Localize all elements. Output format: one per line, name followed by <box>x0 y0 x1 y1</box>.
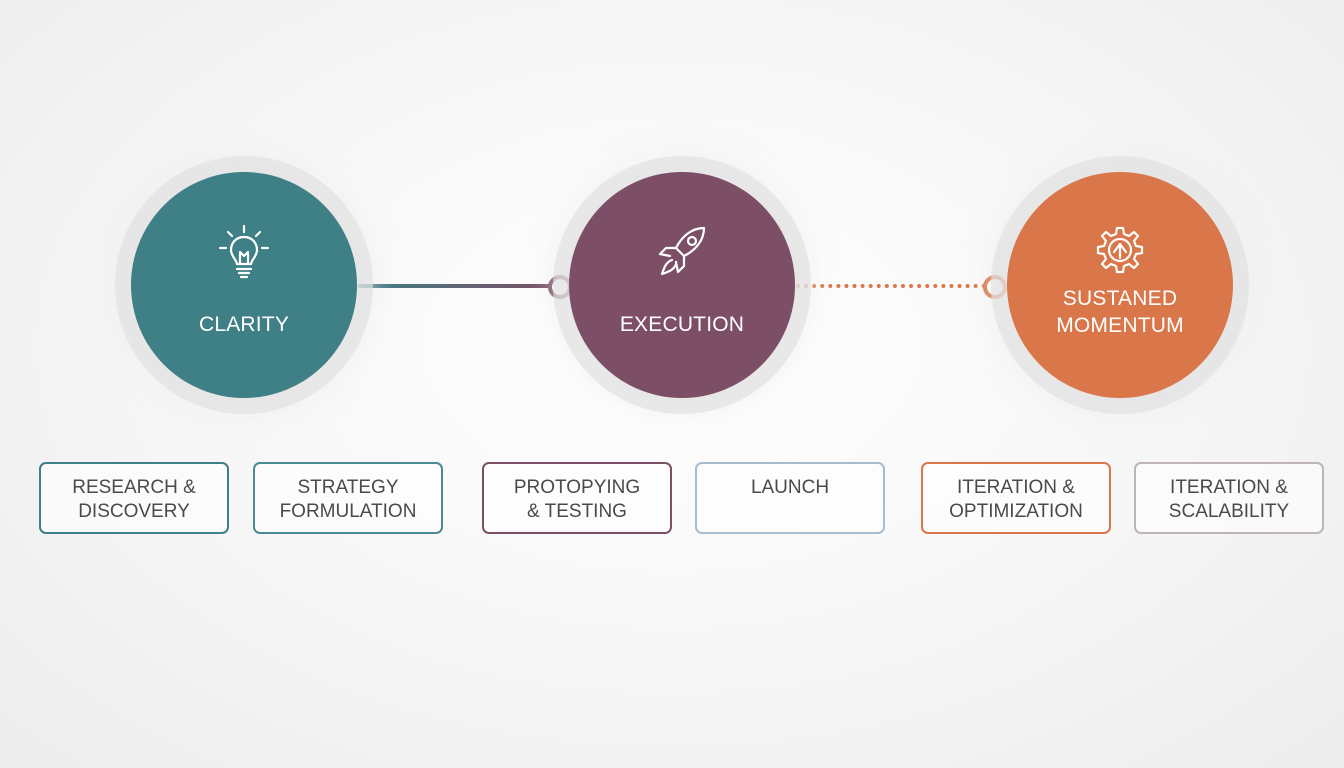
phase-clarity: CLARITY <box>131 172 357 398</box>
connector-clarity-execution <box>358 284 554 288</box>
phase-title-line-2: MOMENTUM <box>1056 314 1184 337</box>
phase-title-line-1: SUSTANED <box>1062 287 1178 310</box>
step-label-line-2: & TESTING <box>527 501 627 522</box>
gear-arrow-icon <box>1096 226 1144 274</box>
step-label-line-2: DISCOVERY <box>78 501 190 522</box>
step-prototyping-testing: PROTOPYING & TESTING <box>482 462 672 534</box>
step-iteration-optimization: ITERATION & OPTIMIZATION <box>921 462 1111 534</box>
step-label-line-2: FORMULATION <box>279 501 417 522</box>
rocket-icon <box>658 226 706 276</box>
phase-title-clarity: CLARITY <box>198 313 290 336</box>
step-research-discovery: RESEARCH & DISCOVERY <box>39 462 229 534</box>
step-label-line-1: ITERATION & <box>1170 477 1288 498</box>
phase-execution: EXECUTION <box>569 172 795 398</box>
phase-title-sustained-momentum: SUSTANED MOMENTUM <box>1017 285 1223 339</box>
lightbulb-icon <box>218 224 270 279</box>
connector-execution-momentum <box>796 284 986 288</box>
step-label-line-1: STRATEGY <box>297 477 399 498</box>
phase-sustained-momentum: SUSTANED MOMENTUM <box>1007 172 1233 398</box>
phase-title-execution: EXECUTION <box>619 313 745 336</box>
step-label-line-1: LAUNCH <box>750 477 830 498</box>
step-label-line-1: ITERATION & <box>957 477 1075 498</box>
step-label-line-2: SCALABILITY <box>1168 501 1290 522</box>
step-label-line-1: PROTOPYING <box>513 477 641 498</box>
step-iteration-scalability: ITERATION & SCALABILITY <box>1134 462 1324 534</box>
step-strategy-formulation: STRATEGY FORMULATION <box>253 462 443 534</box>
connector-node-momentum <box>983 275 1007 299</box>
step-label-line-2: OPTIMIZATION <box>949 501 1083 522</box>
step-label-line-1: RESEARCH & <box>72 477 196 498</box>
step-launch: LAUNCH <box>695 462 885 534</box>
